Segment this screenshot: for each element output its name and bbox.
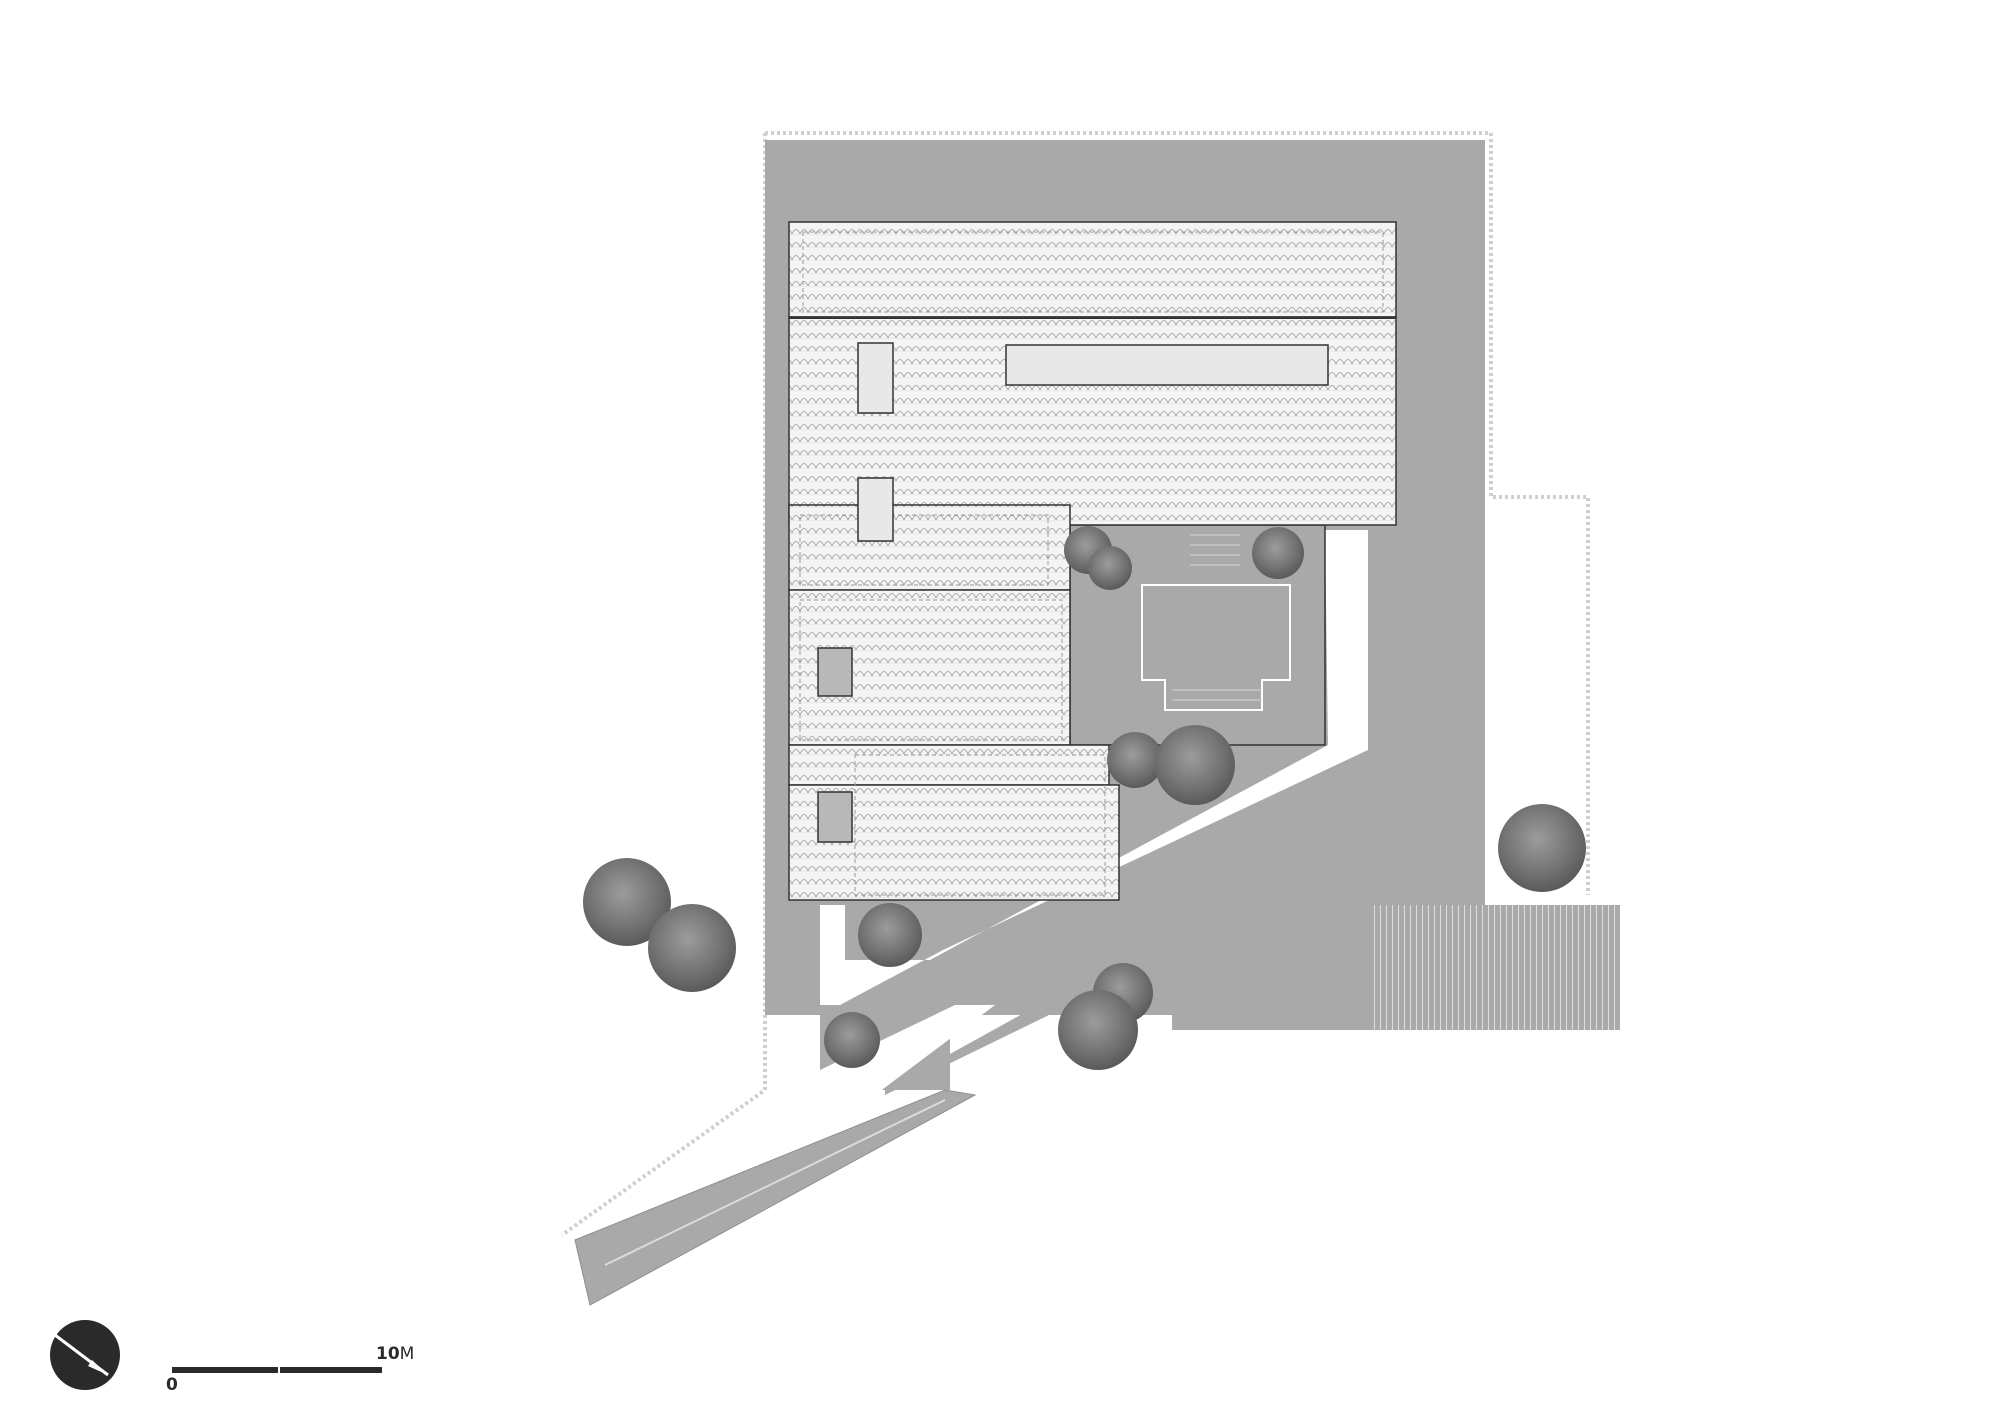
tree (648, 904, 736, 992)
tree (1252, 527, 1304, 579)
tree (858, 903, 922, 967)
wooden-deck (1370, 905, 1620, 1030)
tree (824, 1012, 880, 1068)
skylight (817, 647, 853, 697)
tree (1498, 804, 1586, 892)
tree (583, 858, 671, 946)
skylights (817, 342, 1329, 843)
tree (1155, 725, 1235, 805)
scale-unit: M (399, 1344, 415, 1364)
north-arrow-icon (50, 1320, 120, 1390)
courtyard (1069, 524, 1326, 746)
skylight-long (1005, 344, 1329, 386)
skylight (857, 477, 894, 542)
skylight (817, 791, 853, 843)
tree (1088, 546, 1132, 590)
scale-max-label: 10M (376, 1346, 414, 1363)
skylight (857, 342, 894, 414)
scale-max-value: 10 (376, 1344, 400, 1364)
trees (583, 526, 1586, 1070)
tree (1058, 990, 1138, 1070)
scale-zero-label: 0 (166, 1375, 178, 1395)
tree (1107, 732, 1163, 788)
